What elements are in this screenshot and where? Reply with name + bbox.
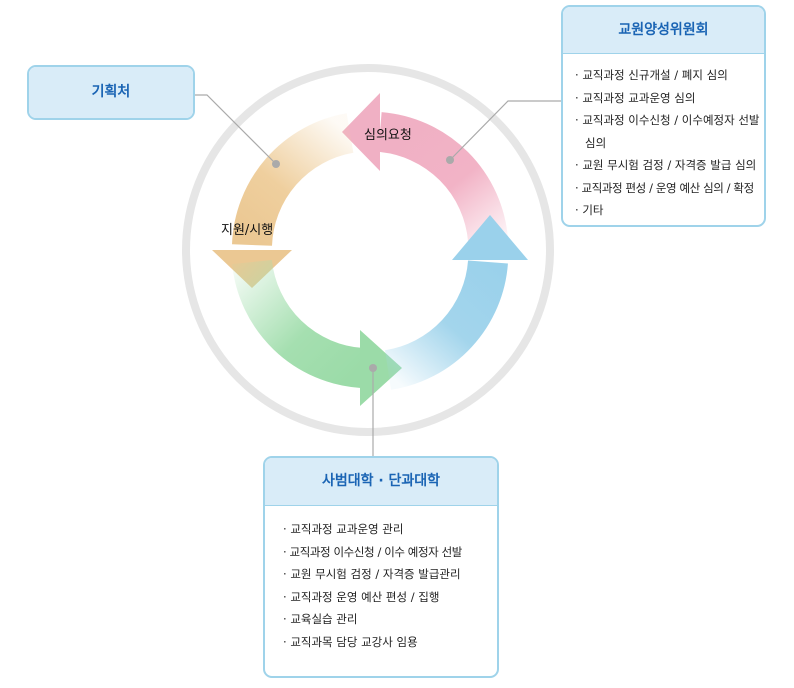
colleges-list: 교직과정 교과운영 관리 교직과정 이수신청 / 이수 예정자 선발 교원 무시… <box>265 506 497 653</box>
list-item: 교원 무시험 검정 / 자격증 발급 심의 <box>573 154 760 177</box>
arrow-pink <box>342 93 508 243</box>
list-item: 교직과정 교과운영 심의 <box>573 87 760 110</box>
support-label: 지원/시행 <box>221 223 274 238</box>
committee-title: 교원양성위원회 <box>563 7 764 54</box>
list-item: 교직과정 편성 / 운영 예산 심의 / 확정 <box>573 177 760 200</box>
cycle-ring <box>182 64 554 436</box>
list-item: 교직과목 담당 교강사 임용 <box>281 631 493 654</box>
list-item: 교직과정 교과운영 관리 <box>281 518 493 541</box>
arrow-green <box>232 259 402 406</box>
colleges-title: 사범대학 · 단과대학 <box>265 458 497 506</box>
list-item: 교직과정 신규개설 / 폐지 심의 <box>573 64 760 87</box>
connector-committee <box>449 100 562 161</box>
list-item: 교직과정 운영 예산 편성 / 집행 <box>281 586 493 609</box>
connector-dot <box>446 156 454 164</box>
list-item: 교원 무시험 검정 / 자격증 발급관리 <box>281 563 493 586</box>
list-item: 교직과정 이수신청 / 이수 예정자 선발 <box>281 541 493 564</box>
list-item: 기타 <box>573 199 760 222</box>
connector-dot <box>369 364 377 372</box>
request-label: 심의요청 <box>364 128 412 143</box>
planning-title: 기획처 <box>29 67 193 118</box>
arrow-blue <box>384 215 528 390</box>
connector-dot <box>272 160 280 168</box>
planning-box: 기획처 <box>27 65 195 120</box>
colleges-box: 사범대학 · 단과대학 교직과정 교과운영 관리 교직과정 이수신청 / 이수 … <box>263 456 499 678</box>
list-item: 교육실습 관리 <box>281 608 493 631</box>
list-item: 교직과정 이수신청 / 이수예정자 선발 심의 <box>573 109 760 154</box>
committee-list: 교직과정 신규개설 / 폐지 심의 교직과정 교과운영 심의 교직과정 이수신청… <box>563 54 764 222</box>
connector-planning <box>195 94 277 165</box>
committee-box: 교원양성위원회 교직과정 신규개설 / 폐지 심의 교직과정 교과운영 심의 교… <box>561 5 766 227</box>
